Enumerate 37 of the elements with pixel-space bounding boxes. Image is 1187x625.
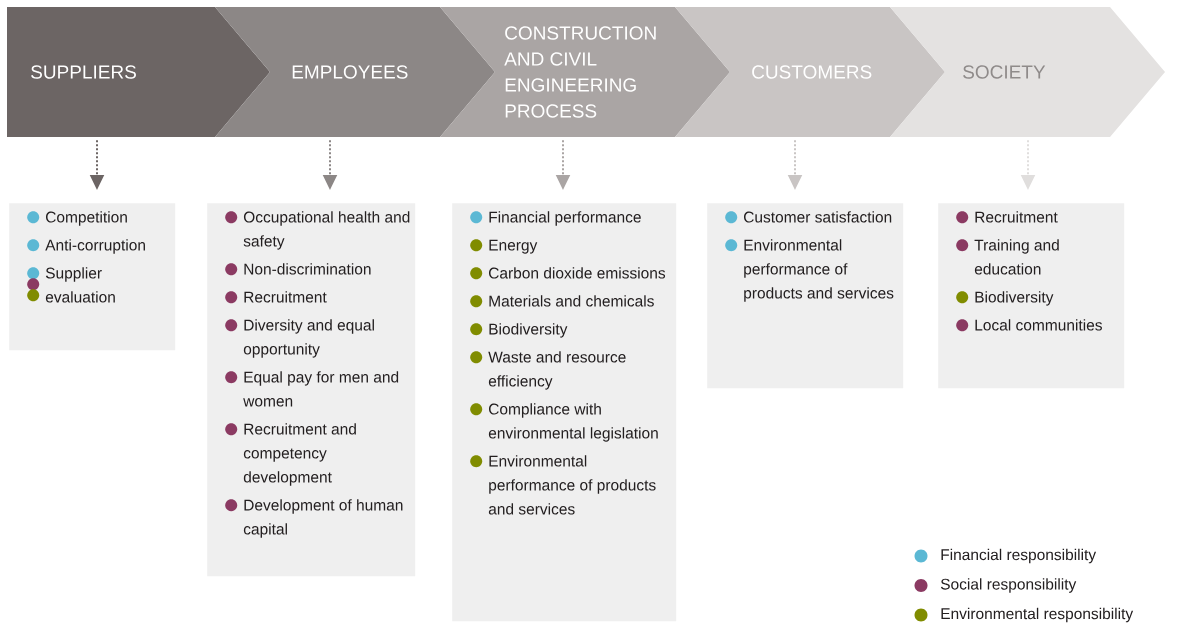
stage-banner: CONSTRUCTION AND CIVIL ENGINEERING PROCESS xyxy=(440,7,730,137)
stage-banner: SOCIETY xyxy=(890,7,1165,137)
item-text: Compliance with environmental legislation xyxy=(488,403,658,442)
topic-box xyxy=(707,203,904,389)
item-text: Biodiversity xyxy=(975,291,1054,306)
item-text: Diversity and equal opportunity xyxy=(243,319,374,358)
topic-box xyxy=(9,203,176,351)
item-text: Energy xyxy=(489,239,538,254)
stage-banner: EMPLOYEES xyxy=(215,7,495,137)
item-text: Materials and chemicals xyxy=(489,295,654,307)
item-text: Supplier evaluation xyxy=(45,267,115,303)
item-text: Equal pay for men and women xyxy=(243,371,399,407)
item-text: Recruitment and competency development xyxy=(243,423,356,486)
item-text: Local communities xyxy=(975,319,1102,331)
stage-banner: SUPPLIERS xyxy=(7,7,270,137)
item-text: Biodiversity xyxy=(489,323,568,338)
item-text: Occupational health and safety xyxy=(243,211,410,250)
legend-text: Social responsibility xyxy=(940,578,1077,593)
item-text: Environmental performance of products and services xyxy=(488,455,656,515)
item-text: Recruitment xyxy=(975,211,1058,223)
topic-box xyxy=(207,203,416,577)
item-text: Training and education xyxy=(974,239,1059,275)
item-text: Waste and resource efficiency xyxy=(488,351,626,390)
item-text: Competition xyxy=(46,211,127,226)
item-text: Customer satisfaction xyxy=(744,211,892,223)
item-text: Non-discrimination xyxy=(244,263,371,275)
item-text: Environmental performance of products and services xyxy=(744,239,894,302)
item-text: Recruitment xyxy=(244,291,327,303)
stage-banner: CUSTOMERS xyxy=(675,7,945,137)
item-text: Development of human capital xyxy=(243,499,403,538)
topic-box xyxy=(938,203,1125,389)
item-text: Anti-corruption xyxy=(45,239,145,254)
topic-box xyxy=(452,203,677,622)
legend-text: Financial responsibility xyxy=(941,548,1097,564)
legend-text: Environmental responsibility xyxy=(941,607,1134,623)
item-text: Financial performance xyxy=(489,211,641,226)
item-text: Carbon dioxide emissions xyxy=(489,267,666,279)
